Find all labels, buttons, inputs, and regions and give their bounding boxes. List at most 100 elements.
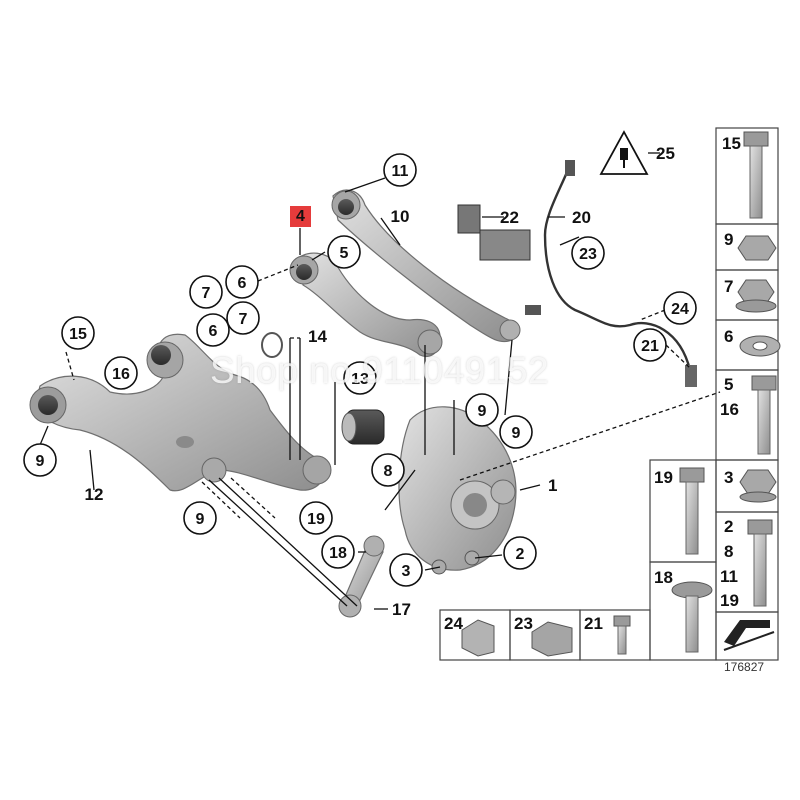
fastener-table: 15 9 7 6 5 16 3 2 8 11 19 19 18 24 23 21 xyxy=(439,127,781,661)
callout-22: 22 xyxy=(500,208,519,227)
callout-23: 23 xyxy=(571,236,605,270)
table-label-2: 2 xyxy=(724,517,733,536)
table-label-8: 8 xyxy=(724,542,733,561)
nut-7-icon xyxy=(735,279,777,313)
table-label-19b: 19 xyxy=(720,591,739,610)
bushing-13-part xyxy=(341,409,385,445)
callout-25: 25 xyxy=(656,144,675,163)
table-label-19: 19 xyxy=(654,468,673,487)
callout-9c: 9 xyxy=(465,393,499,427)
callout-19: 19 xyxy=(299,501,333,535)
leader-lines xyxy=(39,152,721,610)
svg-text:5: 5 xyxy=(340,245,349,262)
bolt-18-icon xyxy=(671,581,713,653)
nut-3-icon xyxy=(739,469,777,503)
callout-3: 3 xyxy=(389,553,423,587)
callout-6b: 6 xyxy=(196,313,230,347)
callout-13: 13 xyxy=(343,361,377,395)
svg-text:9: 9 xyxy=(36,453,45,470)
table-label-15: 15 xyxy=(722,134,741,153)
callout-9d: 9 xyxy=(499,415,533,449)
svg-text:13: 13 xyxy=(351,371,369,388)
table-label-3: 3 xyxy=(724,468,733,487)
wheel-carrier-part xyxy=(398,406,517,575)
svg-text:1: 1 xyxy=(548,476,557,495)
svg-text:17: 17 xyxy=(392,600,411,619)
table-label-11: 11 xyxy=(720,567,738,586)
ring-14-part xyxy=(261,332,283,358)
svg-text:14: 14 xyxy=(308,327,327,346)
screw-21-icon xyxy=(613,615,631,655)
bolt-5-icon xyxy=(751,375,777,455)
table-label-23: 23 xyxy=(514,614,533,633)
table-label-9: 9 xyxy=(724,230,733,249)
table-label-6: 6 xyxy=(724,327,733,346)
callout-18: 18 xyxy=(321,535,355,569)
svg-text:10: 10 xyxy=(391,207,410,226)
clip-23-icon xyxy=(531,621,573,657)
callout-11: 11 xyxy=(383,153,417,187)
callout-5: 5 xyxy=(327,235,361,269)
control-arm-5-part xyxy=(289,252,443,357)
svg-text:20: 20 xyxy=(572,208,591,227)
callout-7a: 7 xyxy=(189,275,223,309)
svg-text:7: 7 xyxy=(239,311,248,328)
svg-text:22: 22 xyxy=(500,208,519,227)
table-label-24: 24 xyxy=(444,614,463,633)
svg-text:7: 7 xyxy=(202,285,211,302)
svg-text:15: 15 xyxy=(69,326,87,343)
bolt-19-icon xyxy=(679,467,705,555)
callout-1: 1 xyxy=(548,476,557,495)
link-17-part xyxy=(338,535,385,618)
lower-control-arm-part xyxy=(29,333,332,492)
table-label-5: 5 xyxy=(724,375,733,394)
svg-text:3: 3 xyxy=(402,563,411,580)
callout-15: 15 xyxy=(61,316,95,350)
diagram-number: 176827 xyxy=(724,660,765,674)
callout-16: 16 xyxy=(104,356,138,390)
svg-text:24: 24 xyxy=(671,301,689,318)
bolt-2-icon xyxy=(747,519,773,607)
svg-text:6: 6 xyxy=(238,275,247,292)
callout-24: 24 xyxy=(663,291,697,325)
callout-8: 8 xyxy=(371,453,405,487)
bolt-15-icon xyxy=(743,131,769,219)
clip-22-part xyxy=(457,204,531,261)
callout-9b: 9 xyxy=(183,501,217,535)
svg-text:19: 19 xyxy=(307,511,325,528)
sensor-cable-part xyxy=(525,160,697,387)
svg-text:2: 2 xyxy=(516,546,525,563)
svg-text:8: 8 xyxy=(384,463,393,480)
callout-9a: 9 xyxy=(23,443,57,477)
callout-7b: 7 xyxy=(226,301,260,335)
svg-text:21: 21 xyxy=(641,338,659,355)
control-arm-10-part xyxy=(331,189,521,343)
callout-12: 12 xyxy=(85,485,104,504)
callout-20: 20 xyxy=(572,208,591,227)
callout-17: 17 xyxy=(392,600,411,619)
table-label-16: 16 xyxy=(720,400,739,419)
callout-10: 10 xyxy=(391,207,410,226)
warning-triangle-icon xyxy=(599,130,649,175)
svg-text:18: 18 xyxy=(329,545,347,562)
watermark-text: Shop no.911049152 xyxy=(210,350,550,391)
callout-2: 2 xyxy=(503,536,537,570)
svg-text:9: 9 xyxy=(478,403,487,420)
svg-text:9: 9 xyxy=(512,425,521,442)
table-label-7: 7 xyxy=(724,277,733,296)
svg-text:6: 6 xyxy=(209,323,218,340)
svg-text:9: 9 xyxy=(196,511,205,528)
arrow-symbol-icon xyxy=(723,620,775,651)
svg-text:25: 25 xyxy=(656,144,675,163)
svg-text:11: 11 xyxy=(392,163,409,180)
washer-6-icon xyxy=(739,335,781,357)
callout-14: 14 xyxy=(308,327,327,346)
nut-9-icon xyxy=(737,235,777,261)
highlighted-part-label: 4 xyxy=(290,206,311,227)
svg-text:12: 12 xyxy=(85,485,104,504)
callout-21: 21 xyxy=(633,328,667,362)
clip-24-icon xyxy=(461,619,495,657)
callout-6a: 6 xyxy=(225,265,259,299)
